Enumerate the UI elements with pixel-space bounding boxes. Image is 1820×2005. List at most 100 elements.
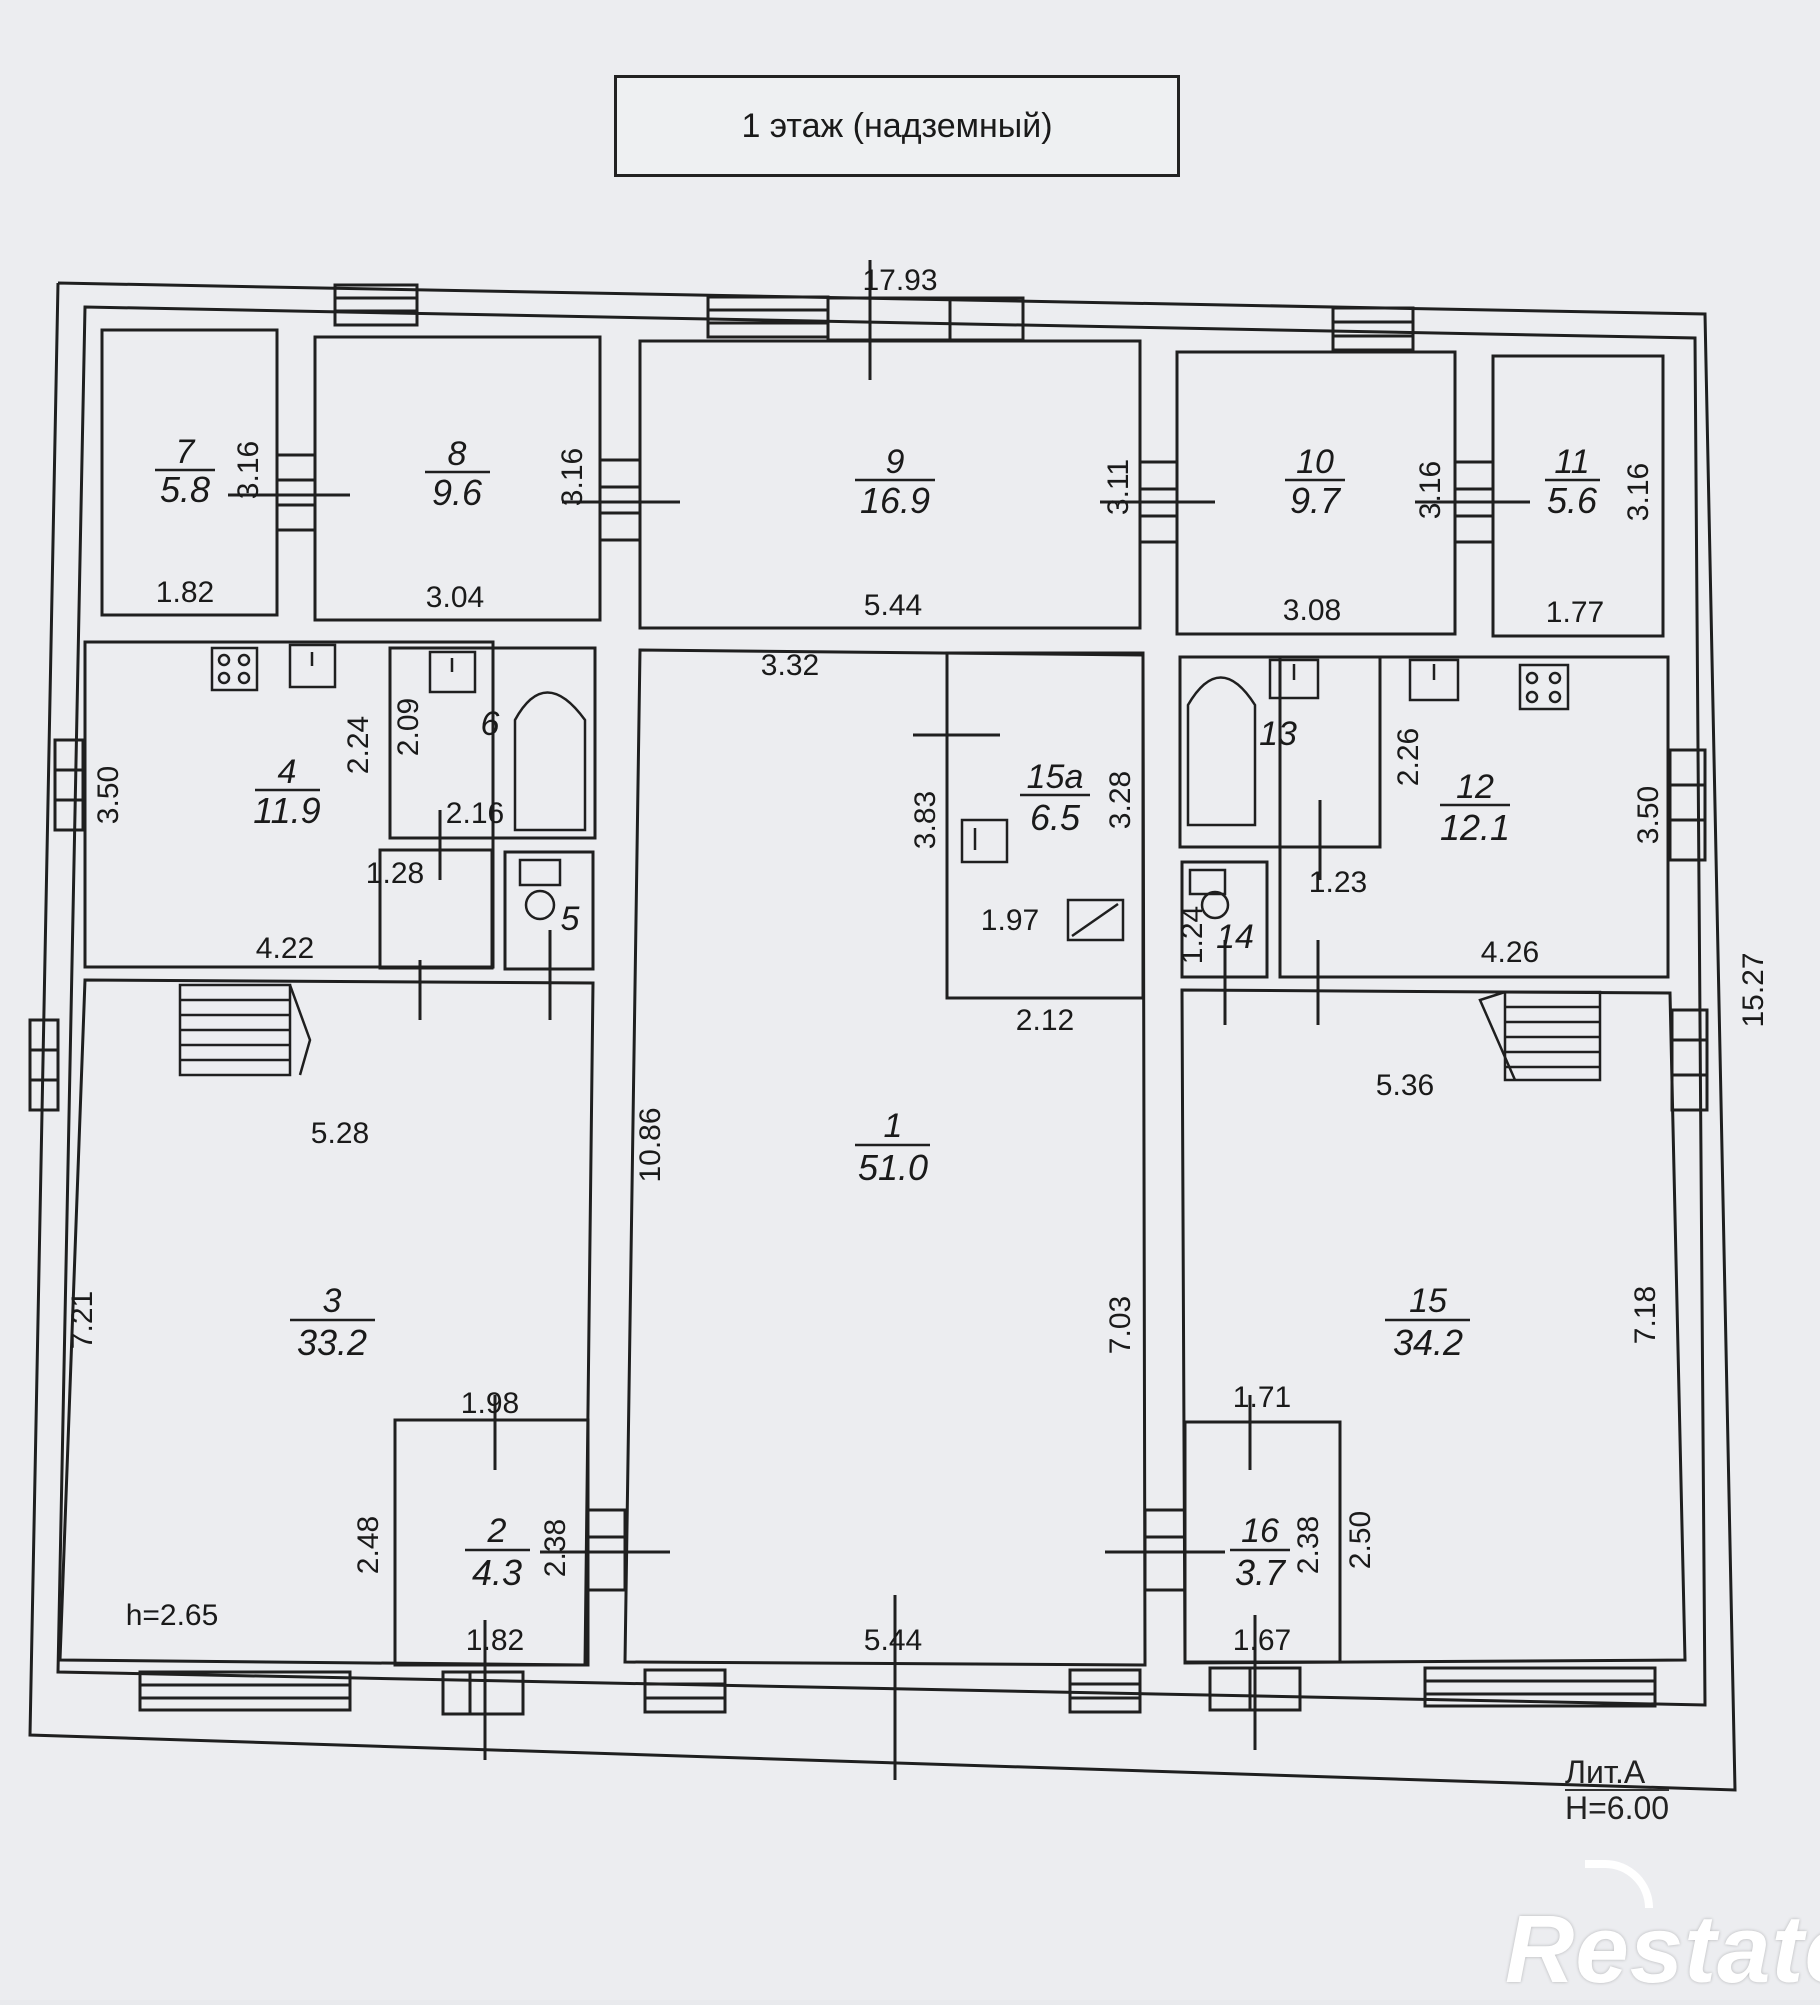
room-4-sub xyxy=(378,848,494,970)
dim-544-bottom: 5.44 xyxy=(864,1624,922,1657)
litera-height: H=6.00 xyxy=(1565,1789,1670,1826)
dim-198: 1.98 xyxy=(461,1387,519,1420)
room-15a-area: 6.5 xyxy=(1030,797,1081,838)
dim-316-10: 3.16 xyxy=(1414,461,1447,519)
bathtub-6-icon xyxy=(513,691,587,832)
room-7-number: 7 xyxy=(176,433,196,471)
window-bottom-1 xyxy=(138,1670,352,1712)
dim-332: 3.32 xyxy=(761,649,819,682)
room-12-outline xyxy=(1278,655,1670,979)
fraction-bars xyxy=(155,468,1600,1552)
room-11-area: 5.6 xyxy=(1547,480,1598,521)
window-right-2 xyxy=(1670,1008,1709,1112)
bathtub-13-icon xyxy=(1186,676,1257,827)
door-1-16 xyxy=(1143,1508,1187,1592)
dim-718: 7.18 xyxy=(1629,1286,1662,1344)
room-2-number: 2 xyxy=(487,1512,507,1550)
dim-124: 1.24 xyxy=(1176,906,1209,964)
dim-536: 5.36 xyxy=(1376,1069,1434,1102)
dim-238-left: 2.38 xyxy=(539,1519,572,1577)
room-4-number: 4 xyxy=(278,753,297,791)
floor-title: 1 этаж (надземный) xyxy=(614,75,1180,177)
room-15a-number: 15а xyxy=(1027,758,1084,796)
dim-182-top: 1.82 xyxy=(156,576,214,609)
dim-383: 3.83 xyxy=(909,791,942,849)
window-bottom-3 xyxy=(643,1668,727,1714)
dim-350-left: 3.50 xyxy=(92,766,125,824)
room-10-number: 10 xyxy=(1296,443,1334,481)
room-9-area: 16.9 xyxy=(860,480,930,521)
window-left-1 xyxy=(53,738,85,832)
room-7-area: 5.8 xyxy=(160,469,210,510)
vent-15a-icon xyxy=(1066,898,1125,942)
room-15-area: 34.2 xyxy=(1393,1322,1463,1363)
dim-422: 4.22 xyxy=(256,932,314,965)
toilet-15a-icon xyxy=(960,818,1009,864)
dim-182-bottom: 1.82 xyxy=(466,1624,524,1657)
dim-216: 2.16 xyxy=(446,797,504,830)
window-bottom-4 xyxy=(1068,1668,1142,1714)
dim-123: 1.23 xyxy=(1309,866,1367,899)
window-top-2 xyxy=(706,295,830,339)
dim-128: 1.28 xyxy=(366,857,424,890)
dim-316-7: 3.16 xyxy=(232,441,265,499)
dim-304: 3.04 xyxy=(426,581,484,614)
dim-209: 2.09 xyxy=(392,698,425,756)
litera-label: Лит.А H=6.00 xyxy=(1565,1755,1670,1826)
room-13-number: 13 xyxy=(1259,715,1297,753)
room-9-number: 9 xyxy=(886,443,905,481)
sink-12-icon xyxy=(1408,658,1460,702)
dim-167: 1.67 xyxy=(1233,1624,1291,1657)
dim-544-top: 5.44 xyxy=(864,589,922,622)
room-8-area: 9.6 xyxy=(432,472,483,513)
dim-328: 3.28 xyxy=(1104,771,1137,829)
room-6-outline xyxy=(388,646,597,840)
dim-721: 7.21 xyxy=(66,1291,99,1349)
door-2-1 xyxy=(586,1508,627,1592)
dim-1086: 10.86 xyxy=(634,1107,667,1182)
door-7-8 xyxy=(275,453,317,532)
dim-308: 3.08 xyxy=(1283,594,1341,627)
sink-4-icon xyxy=(288,643,337,689)
window-top-3 xyxy=(826,296,1025,342)
watermark-logo: Restate xyxy=(1505,1896,1820,2003)
stove-right-icon xyxy=(1518,663,1570,711)
room-11-number: 11 xyxy=(1554,443,1589,481)
room-10-area: 9.7 xyxy=(1290,480,1342,521)
room-8-number: 8 xyxy=(448,435,467,473)
dim-311: 3.11 xyxy=(1102,459,1135,515)
dim-238-right: 2.38 xyxy=(1292,1516,1325,1574)
stove-left-icon xyxy=(210,646,259,692)
dimension-ticks xyxy=(228,260,1530,1780)
room-3-number: 3 xyxy=(323,1282,342,1320)
window-left-2 xyxy=(28,1018,60,1112)
room-4-area: 11.9 xyxy=(253,790,320,831)
door-8-9 xyxy=(598,458,642,542)
dim-226: 2.26 xyxy=(1392,728,1425,786)
room-3-area: 33.2 xyxy=(297,1322,367,1363)
fixtures xyxy=(210,643,1570,942)
stairs-right xyxy=(1478,990,1602,1082)
windows xyxy=(28,283,1709,1716)
room-15-number: 15 xyxy=(1409,1282,1447,1320)
window-top-4 xyxy=(1331,306,1415,352)
outer-wall-inner xyxy=(56,305,1707,1707)
room-16-number: 16 xyxy=(1241,1512,1279,1550)
room-5-number: 5 xyxy=(561,900,580,938)
dim-224: 2.24 xyxy=(342,716,375,774)
dim-171: 1.71 xyxy=(1233,1381,1291,1414)
dim-177: 1.77 xyxy=(1546,596,1604,629)
dim-316-11: 3.16 xyxy=(1622,463,1655,521)
room-12-number: 12 xyxy=(1456,768,1494,806)
room-2-area: 4.3 xyxy=(472,1552,522,1593)
window-right-1 xyxy=(1668,748,1707,862)
window-top-1 xyxy=(333,283,419,327)
room-1-area: 51.0 xyxy=(858,1147,928,1188)
height-note: h=2.65 xyxy=(126,1599,219,1632)
dim-212: 2.12 xyxy=(1016,1004,1074,1037)
sink-6-icon xyxy=(428,650,477,694)
dim-250: 2.50 xyxy=(1344,1511,1377,1569)
dim-316-8: 3.16 xyxy=(556,448,589,506)
